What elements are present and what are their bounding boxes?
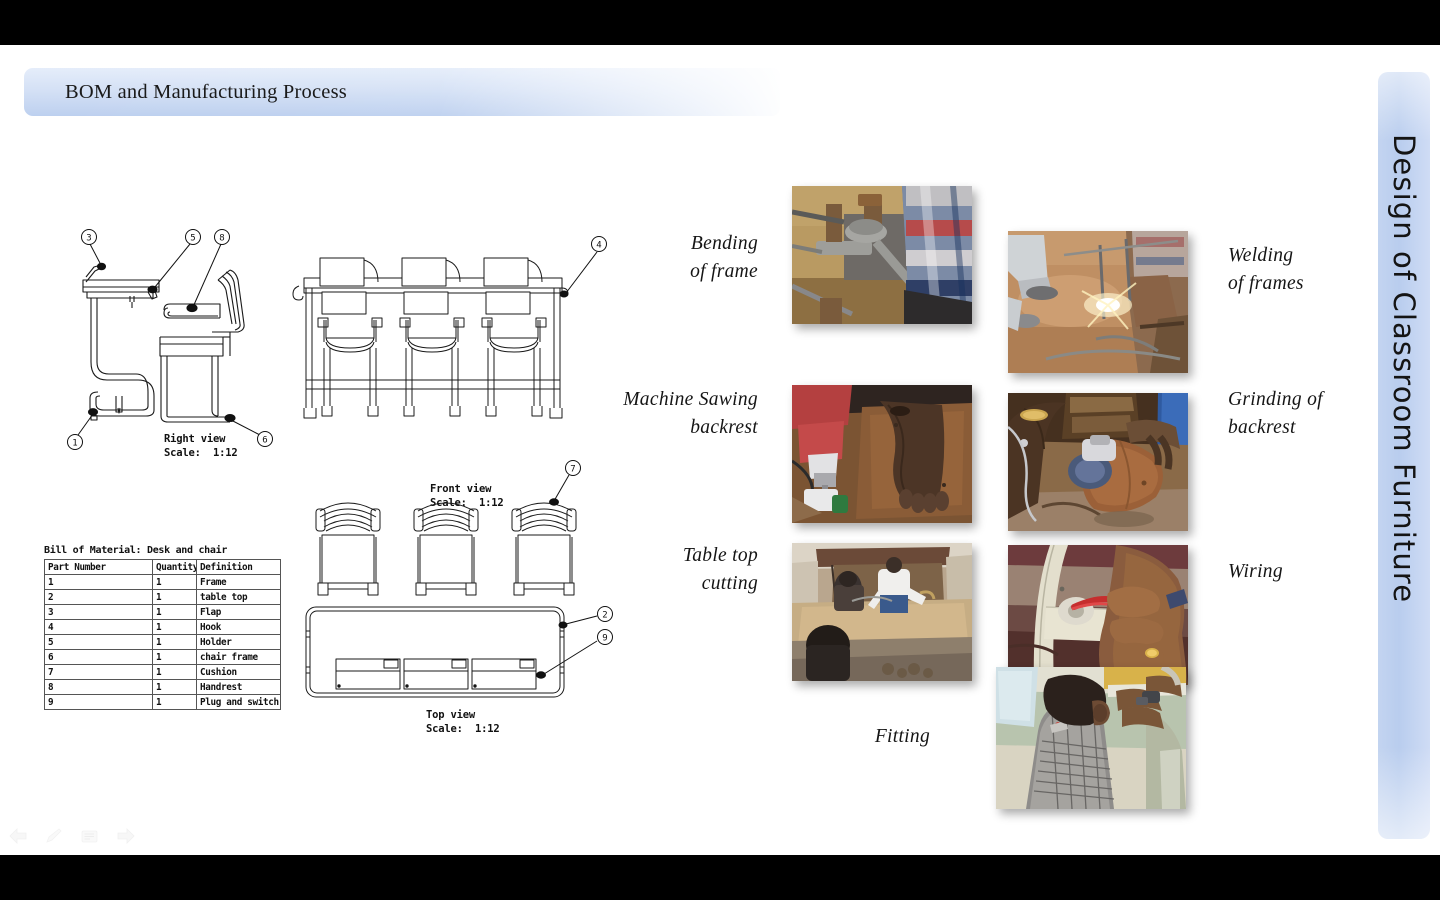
bom-cell-part-number: 9 [44, 694, 153, 710]
bom-cell-part-number: 8 [44, 679, 153, 695]
process-label-line1: Table top [682, 545, 758, 566]
process-label-welding-of-frames: Welding of frames [1228, 242, 1378, 299]
bom-cell-quantity: 1 [152, 574, 197, 590]
photo-fitting [996, 667, 1186, 809]
process-label-table-top-cutting: Table top cutting [620, 542, 758, 599]
bom-header-quantity: Quantity [152, 559, 197, 575]
svg-text:8: 8 [219, 234, 224, 244]
bom-cell-definition: Frame [196, 574, 281, 590]
process-label-line1: Grinding of [1228, 389, 1323, 410]
process-label-fitting: Fitting [790, 723, 930, 751]
process-label-bending-of-frame: Bending of frame [620, 230, 758, 287]
process-label-line2: backrest [690, 417, 758, 439]
svg-text:6: 6 [262, 436, 267, 446]
svg-text:5: 5 [190, 234, 195, 244]
process-label-wiring: Wiring [1228, 558, 1378, 586]
photo-welding-of-frames [1008, 231, 1188, 373]
photo-table-top-cutting [792, 543, 972, 681]
bom-cell-quantity: 1 [152, 619, 197, 635]
slide-title: BOM and Manufacturing Process [65, 80, 347, 103]
bom-cell-definition: chair frame [196, 649, 281, 665]
svg-text:3: 3 [86, 234, 91, 244]
bom-cell-quantity: 1 [152, 664, 197, 680]
svg-text:2: 2 [602, 611, 607, 621]
process-label-line1: Bending [690, 233, 758, 254]
bom-header-part-number: Part Number [44, 559, 153, 575]
bom-cell-definition: Hook [196, 619, 281, 635]
process-label-line1: Welding [1228, 245, 1294, 266]
process-label-line1: Wiring [1228, 561, 1283, 582]
bom-cell-definition: table top [196, 589, 281, 605]
process-label-line2: of frames [1228, 273, 1304, 295]
photo-wiring [1008, 545, 1188, 685]
bom-cell-definition: Flap [196, 604, 281, 620]
bom-cell-part-number: 5 [44, 634, 153, 650]
bom-cell-part-number: 7 [44, 664, 153, 680]
svg-text:7: 7 [570, 465, 575, 475]
bom-cell-quantity: 1 [152, 589, 197, 605]
process-label-line2: cutting [701, 573, 758, 595]
bom-cell-part-number: 6 [44, 649, 153, 665]
menu-icon[interactable] [80, 827, 100, 845]
svg-text:1: 1 [72, 439, 77, 449]
process-label-line1: Fitting [874, 726, 930, 747]
photo-bending-of-frame [792, 186, 972, 324]
photo-grinding-of-backrest [1008, 393, 1188, 531]
slideshow-toolbar[interactable] [8, 823, 138, 849]
side-title-wrap: Design of Classroom Furniture [1378, 72, 1430, 839]
process-label-line2: of frame [690, 261, 758, 283]
bom-cell-part-number: 3 [44, 604, 153, 620]
bom-cell-definition: Plug and switch [196, 694, 281, 710]
bom-cell-part-number: 2 [44, 589, 153, 605]
photo-machine-sawing-backrest [792, 385, 972, 523]
bom-cell-part-number: 4 [44, 619, 153, 635]
bom-header-definition: Definition [196, 559, 281, 575]
bom-cell-quantity: 1 [152, 634, 197, 650]
bill-of-material: Bill of Material: Desk and chair Part Nu… [44, 545, 284, 710]
letterbox-bottom [0, 855, 1440, 900]
bom-cell-quantity: 1 [152, 604, 197, 620]
bom-cell-quantity: 1 [152, 679, 197, 695]
svg-text:9: 9 [602, 634, 607, 644]
process-label-machine-sawing-backrest: Machine Sawing backrest [590, 386, 758, 443]
side-title-banner: Design of Classroom Furniture [1378, 72, 1430, 839]
bom-cell-definition: Handrest [196, 679, 281, 695]
arrow-left-icon[interactable] [8, 827, 28, 845]
process-label-grinding-of-backrest: Grinding of backrest [1228, 386, 1378, 443]
bom-cell-definition: Cushion [196, 664, 281, 680]
bom-cell-quantity: 1 [152, 649, 197, 665]
bom-title: Bill of Material: Desk and chair [44, 545, 228, 556]
bom-cell-quantity: 1 [152, 694, 197, 710]
bom-cell-definition: Holder [196, 634, 281, 650]
arrow-right-icon[interactable] [116, 827, 136, 845]
svg-text:4: 4 [596, 241, 601, 251]
process-label-line1: Machine Sawing [623, 389, 758, 410]
slide-canvas: BOM and Manufacturing Process Design of … [0, 45, 1440, 855]
pen-icon[interactable] [44, 827, 64, 845]
bom-cell-part-number: 1 [44, 574, 153, 590]
process-label-line2: backrest [1228, 417, 1296, 439]
slide-title-banner: BOM and Manufacturing Process [24, 68, 780, 116]
bom-header-row: Part Number Quantity Definition [44, 559, 281, 575]
letterbox-top [0, 0, 1440, 45]
side-title: Design of Classroom Furniture [1387, 134, 1421, 604]
